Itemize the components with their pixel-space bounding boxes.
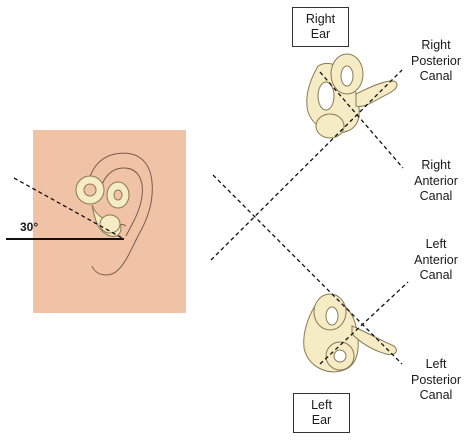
right-inner-ear <box>306 53 398 139</box>
right-anterior-canal-label: Right Anterior Canal <box>414 158 458 203</box>
left-anterior-canal-label: Left Anterior Canal <box>414 237 458 282</box>
right-posterior-canal-dash <box>319 71 404 169</box>
right-posterior-canal-label: Right Posterior Canal <box>410 38 462 83</box>
right-anterior-left-posterior-plane-line <box>212 174 403 365</box>
right-ear-label: Right Ear <box>305 11 336 42</box>
angle-label: 30° <box>20 220 39 234</box>
left-anterior-canal-dash <box>319 281 409 365</box>
inner-ear-side-view <box>75 175 130 237</box>
right-posterior-left-anterior-plane-line <box>210 69 403 261</box>
left-posterior-canal-label: Left Posterior Canal <box>410 357 462 402</box>
left-ear-box: Left Ear <box>293 393 350 433</box>
right-ear-box: Right Ear <box>292 7 349 47</box>
left-inner-ear <box>303 293 397 373</box>
left-ear-label: Left Ear <box>311 397 332 428</box>
